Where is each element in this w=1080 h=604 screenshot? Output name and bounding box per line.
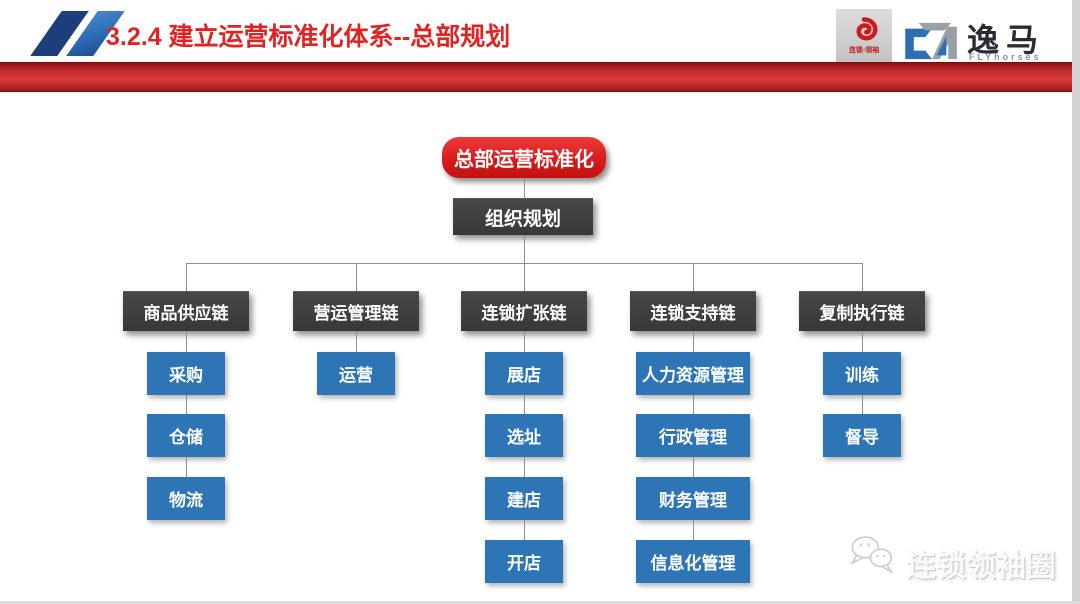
flyhorses-mark-icon — [905, 22, 957, 60]
brand-subtitle: FLYhorses — [969, 52, 1042, 62]
diagram-level2-node: 组织规划 — [453, 198, 593, 235]
child-node: 督导 — [823, 414, 901, 457]
child-node: 物流 — [147, 477, 225, 520]
diagram-root-node: 总部运营标准化 — [442, 137, 606, 178]
connector-line — [693, 263, 694, 291]
connector-line — [186, 457, 187, 477]
child-node: 财务管理 — [636, 477, 750, 520]
branch-node: 商品供应链 — [123, 291, 249, 331]
connector-line — [524, 395, 525, 414]
connector-line — [524, 178, 525, 198]
child-node: 开店 — [485, 540, 563, 583]
connector-line — [862, 395, 863, 414]
connector-line — [693, 457, 694, 477]
connector-line — [186, 263, 187, 291]
chain-leader-badge-logo: 连锁-领袖 — [836, 9, 892, 62]
child-node: 运营 — [317, 352, 395, 395]
branch-node: 复制执行链 — [799, 291, 925, 331]
right-edge-strip — [1072, 0, 1080, 604]
connector-line — [862, 263, 863, 291]
brand-name: 逸马 — [967, 22, 1046, 58]
child-node: 展店 — [485, 352, 563, 395]
branch-node: 连锁支持链 — [630, 291, 756, 331]
connector-line — [524, 331, 525, 352]
child-node: 仓储 — [147, 414, 225, 457]
branch-node: 营运管理链 — [293, 291, 419, 331]
red-swirl-icon — [856, 17, 878, 41]
connector-line — [693, 395, 694, 414]
child-node: 选址 — [485, 414, 563, 457]
connector-line — [186, 395, 187, 414]
child-node: 行政管理 — [636, 414, 750, 457]
connector-line — [524, 457, 525, 477]
child-node: 信息化管理 — [636, 540, 750, 583]
connector-line — [524, 235, 525, 263]
connector-line — [693, 331, 694, 352]
connector-line — [524, 520, 525, 540]
connector-line — [693, 520, 694, 540]
connector-line — [524, 263, 525, 291]
chat-bubbles-icon — [850, 536, 894, 575]
page-title: 3.2.4 建立运营标准化体系--总部规划 — [106, 23, 511, 51]
connector-line — [356, 331, 357, 352]
badge-caption: 连锁-领袖 — [848, 47, 880, 54]
connector-line — [862, 331, 863, 352]
watermark-text: 连锁领袖圈 — [906, 550, 1056, 583]
watermark: 连锁领袖圈 — [848, 533, 1068, 589]
branch-node: 连锁扩张链 — [461, 291, 587, 331]
child-node: 建店 — [485, 477, 563, 520]
child-node: 人力资源管理 — [636, 352, 750, 395]
child-node: 训练 — [823, 352, 901, 395]
connector-line — [356, 263, 357, 291]
child-node: 采购 — [147, 352, 225, 395]
flyhorses-logo: 逸马 FLYhorses — [901, 13, 1071, 65]
bottom-edge-strip — [0, 601, 1080, 604]
red-banner — [0, 62, 1072, 92]
connector-line — [186, 331, 187, 352]
